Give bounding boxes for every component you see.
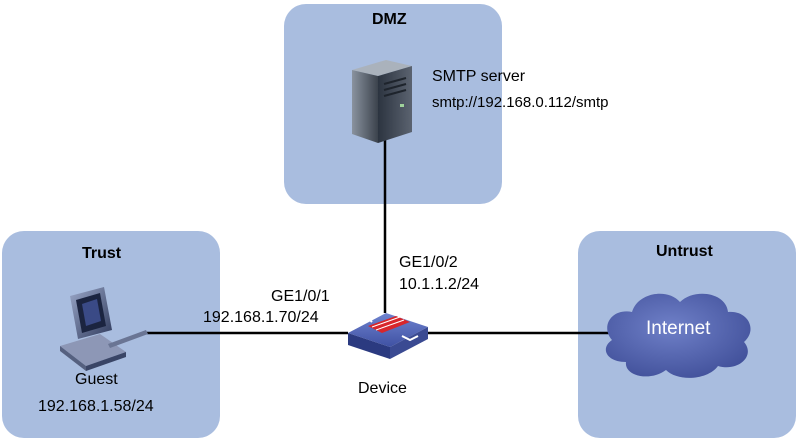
guest-ip: 192.168.1.58/24: [38, 398, 154, 415]
smtp-server-url: smtp://192.168.0.112/smtp: [432, 94, 609, 111]
smtp-server-name: SMTP server: [432, 68, 526, 85]
zone-trust-title: Trust: [82, 245, 122, 262]
zone-trust: [2, 231, 220, 438]
zone-untrust-title: Untrust: [656, 243, 713, 260]
device-name: Device: [358, 380, 407, 397]
guest-name: Guest: [75, 371, 118, 388]
internet-cloud-icon: [605, 293, 751, 378]
internet-label: Internet: [646, 318, 711, 339]
interface-ge102-name: GE1/0/2: [399, 254, 458, 271]
interface-ge102-ip: 10.1.1.2/24: [399, 276, 480, 293]
zone-dmz-title: DMZ: [372, 11, 407, 28]
firewall-device-icon: [348, 313, 428, 359]
interface-ge101-name: GE1/0/1: [271, 288, 330, 305]
pc-icon: [60, 287, 148, 371]
interface-ge101-ip: 192.168.1.70/24: [203, 309, 319, 326]
server-icon: [352, 60, 412, 143]
